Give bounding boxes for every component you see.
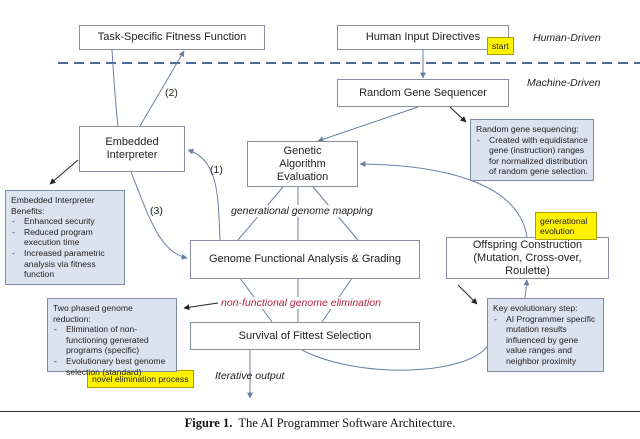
arrow-nonfunc-to-note — [183, 302, 219, 311]
arrow-interpreter-to-fitness-2 — [139, 50, 185, 127]
arrow-keystep-to-offspring — [523, 279, 530, 299]
arrow-offspring-to-keystep — [457, 284, 478, 305]
figure-number: Figure 1. — [184, 416, 233, 430]
generational-mapping-label: generational genome mapping — [229, 205, 375, 217]
arrow-sequencer-to-note — [449, 106, 467, 123]
survival-label: Survival of Fittest Selection — [238, 329, 372, 342]
key-step-note-title: Key evolutionary step: — [493, 303, 578, 313]
two-phased-note: Two phased genome reduction: Elimination… — [47, 298, 177, 377]
generational-evolution-tag: generational evolution — [535, 212, 597, 240]
figure-caption-text: The AI Programmer Software Architecture. — [238, 416, 456, 430]
benefits-note-item: Enhanced security — [11, 216, 119, 227]
two-phased-note-title: Two phased genome reduction: — [53, 303, 133, 324]
arrow-interpreter-to-benefits — [49, 159, 79, 185]
step-1-label: (1) — [210, 164, 223, 176]
gene-sequencer-box[interactable]: Random Gene Sequencer — [337, 79, 509, 107]
two-phased-note-item: Evolutionary best genome selection (stan… — [53, 356, 171, 377]
key-evolutionary-step-note: Key evolutionary step: AI Programmer spe… — [487, 298, 604, 372]
step-2-label: (2) — [165, 87, 178, 99]
fitness-function-box[interactable]: Task-Specific Fitness Function — [79, 25, 265, 50]
iterative-output-label: Iterative output — [215, 370, 285, 382]
benefits-note-item: Increased parametric analysis via fitnes… — [11, 248, 119, 280]
gfa-label: Genome Functional Analysis & Grading — [209, 253, 401, 265]
interpreter-box[interactable]: Embedded Interpreter — [79, 126, 185, 172]
benefits-note-item: Reduced program execution time — [11, 227, 119, 248]
figure-caption: Figure 1. The AI Programmer Software Arc… — [0, 416, 640, 431]
random-gene-note: Random gene sequencing: Created with equ… — [470, 119, 594, 181]
arrow-survival-to-keystep — [301, 344, 489, 371]
ga-evaluation-box[interactable]: Genetic Algorithm Evaluation — [247, 141, 358, 187]
interpreter-benefits-note: Embedded Interpreter Benefits: Enhanced … — [5, 190, 125, 285]
random-gene-note-title: Random gene sequencing: — [476, 124, 579, 134]
survival-box[interactable]: Survival of Fittest Selection — [190, 322, 420, 350]
arrow-sequencer-to-ga — [317, 106, 419, 143]
gene-sequencer-label: Random Gene Sequencer — [359, 86, 487, 99]
arrow-gfa-to-interpreter-1 — [187, 148, 221, 241]
arrow-interpreter-to-gfa-3 — [130, 171, 188, 260]
gfa-box[interactable]: Genome Functional Analysis & Grading — [190, 240, 420, 279]
step-3-label: (3) — [150, 205, 163, 217]
two-phased-note-item: Elimination of non-functioning generated… — [53, 324, 171, 356]
fitness-function-label: Task-Specific Fitness Function — [97, 31, 247, 43]
nonfunctional-elimination-label: non-functional genome elimination — [219, 297, 383, 309]
interpreter-label: Embedded Interpreter — [105, 136, 159, 161]
key-step-note-item: AI Programmer specific mutation results … — [493, 314, 598, 367]
random-gene-note-item: Created with equidistance gene (instruct… — [476, 135, 588, 177]
human-input-box[interactable]: Human Input Directives — [337, 25, 509, 50]
benefits-note-title: Embedded Interpreter Benefits: — [11, 195, 95, 216]
offspring-label: Offspring Construction (Mutation, Cross-… — [472, 238, 583, 277]
offspring-box[interactable]: Offspring Construction (Mutation, Cross-… — [446, 237, 609, 279]
zone-label-machine: Machine-Driven — [527, 77, 601, 89]
ga-evaluation-label: Genetic Algorithm Evaluation — [276, 144, 329, 183]
human-input-label: Human Input Directives — [365, 31, 481, 43]
arrow-offspring-to-ga — [359, 161, 528, 238]
zone-label-human: Human-Driven — [533, 32, 601, 44]
start-tag: start — [487, 37, 514, 55]
arrow-fitness-to-interpreter — [111, 49, 119, 127]
caption-rule — [0, 411, 640, 412]
